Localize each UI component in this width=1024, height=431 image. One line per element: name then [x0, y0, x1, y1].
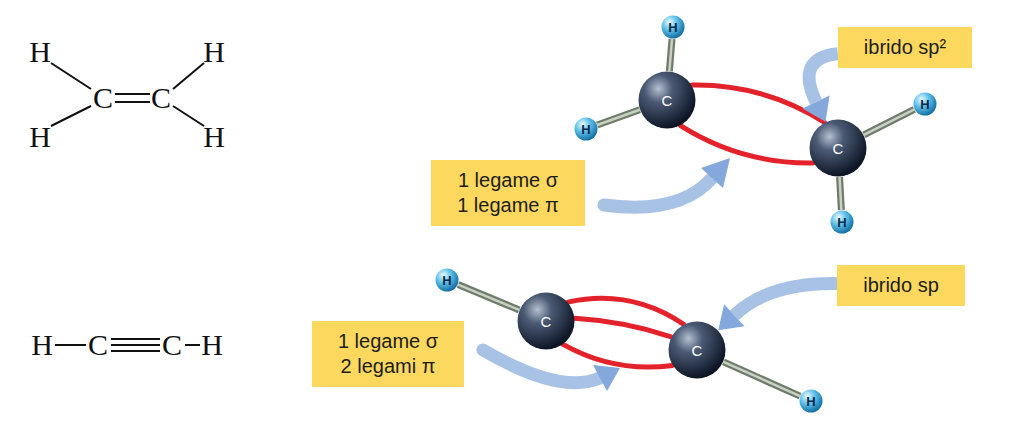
pi-sigma-bond — [681, 126, 814, 163]
pi-sigma-bond — [575, 318, 671, 336]
bond-curve — [681, 126, 814, 163]
atom-symbol: H — [442, 273, 451, 288]
hydrogen-atom: H — [574, 117, 598, 141]
bond-curve — [563, 344, 672, 367]
callout-arrow — [718, 283, 837, 330]
hydrogen-atom: H — [830, 210, 854, 234]
callout-arrow-body — [734, 283, 837, 315]
atom-symbol: H — [837, 215, 846, 230]
carbon-atom: C — [517, 292, 575, 350]
pi-sigma-bond — [692, 85, 825, 122]
callout-text: 1 legame σ — [457, 168, 559, 193]
carbon-atom: C — [638, 71, 696, 129]
atom-symbol: H — [920, 97, 929, 112]
formula-atom-letter: H — [29, 37, 51, 67]
arrow-head — [802, 96, 829, 122]
bond-stick-line — [840, 177, 842, 210]
formula-atom-letter: H — [29, 122, 51, 152]
bond-stick — [458, 285, 519, 310]
callout-text: 2 legami π — [338, 354, 438, 379]
bond-curve — [575, 318, 671, 336]
formula-atom-letter: C — [88, 330, 108, 360]
carbon-atom: C — [668, 321, 726, 379]
callout-box: 1 legame σ1 legame π — [431, 160, 585, 226]
bond-stick — [723, 362, 800, 396]
atom-symbol: H — [581, 122, 590, 137]
bond-stick-line — [864, 109, 914, 134]
atom-symbol: C — [662, 92, 673, 109]
bond-stick-highlight — [864, 109, 914, 134]
bond-stick-highlight — [723, 362, 800, 396]
callout-arrow — [802, 54, 837, 122]
callout-text: ibrido sp — [863, 273, 939, 298]
bond-stick-highlight — [597, 110, 639, 125]
formula-atom-letter: H — [201, 330, 223, 360]
callout-text: ibrido sp² — [864, 35, 946, 60]
callout-text: 1 legame σ — [338, 329, 438, 354]
arrow-head — [718, 304, 744, 330]
atom-symbol: C — [833, 140, 844, 157]
bond-stick-line — [669, 39, 672, 71]
hydrogen-atom: H — [799, 389, 823, 413]
bond-curve — [692, 85, 825, 122]
carbon-atom: C — [809, 119, 867, 177]
formula-atom-letter: C — [151, 83, 171, 113]
bond-stick-highlight — [458, 285, 519, 310]
formula-atom-letter: C — [162, 330, 182, 360]
callout-text: 1 legame π — [457, 193, 559, 218]
hydrogen-atom: H — [661, 15, 685, 39]
formula-atom-letter: H — [203, 37, 225, 67]
bond-stick-line — [458, 285, 519, 310]
bond-stick — [864, 109, 914, 134]
atom-symbol: C — [541, 313, 552, 330]
bond-stick-line — [723, 362, 800, 396]
hydrogen-atom: H — [435, 268, 459, 292]
callout-arrow-body — [809, 54, 838, 102]
atom-symbol: H — [806, 394, 815, 409]
bond-stick — [597, 110, 639, 125]
atom-symbol: C — [692, 342, 703, 359]
atom-symbol: H — [668, 20, 677, 35]
structural-bonds — [51, 63, 204, 351]
callout-box: ibrido sp² — [838, 27, 972, 68]
formula-atom-letter: H — [203, 122, 225, 152]
pi-sigma-bond — [563, 344, 672, 367]
bond-stick-line — [597, 110, 639, 125]
bond-stick — [669, 39, 672, 71]
hydrogen-atom: H — [913, 92, 937, 116]
callout-box: ibrido sp — [837, 265, 965, 306]
formula-atom-letter: C — [93, 83, 113, 113]
bond-stick — [840, 177, 842, 210]
formula-atom-letter: H — [31, 330, 53, 360]
bond-stick-highlight — [669, 39, 672, 71]
bond-stick-highlight — [840, 177, 842, 210]
callout-box: 1 legame σ2 legami π — [312, 321, 464, 387]
